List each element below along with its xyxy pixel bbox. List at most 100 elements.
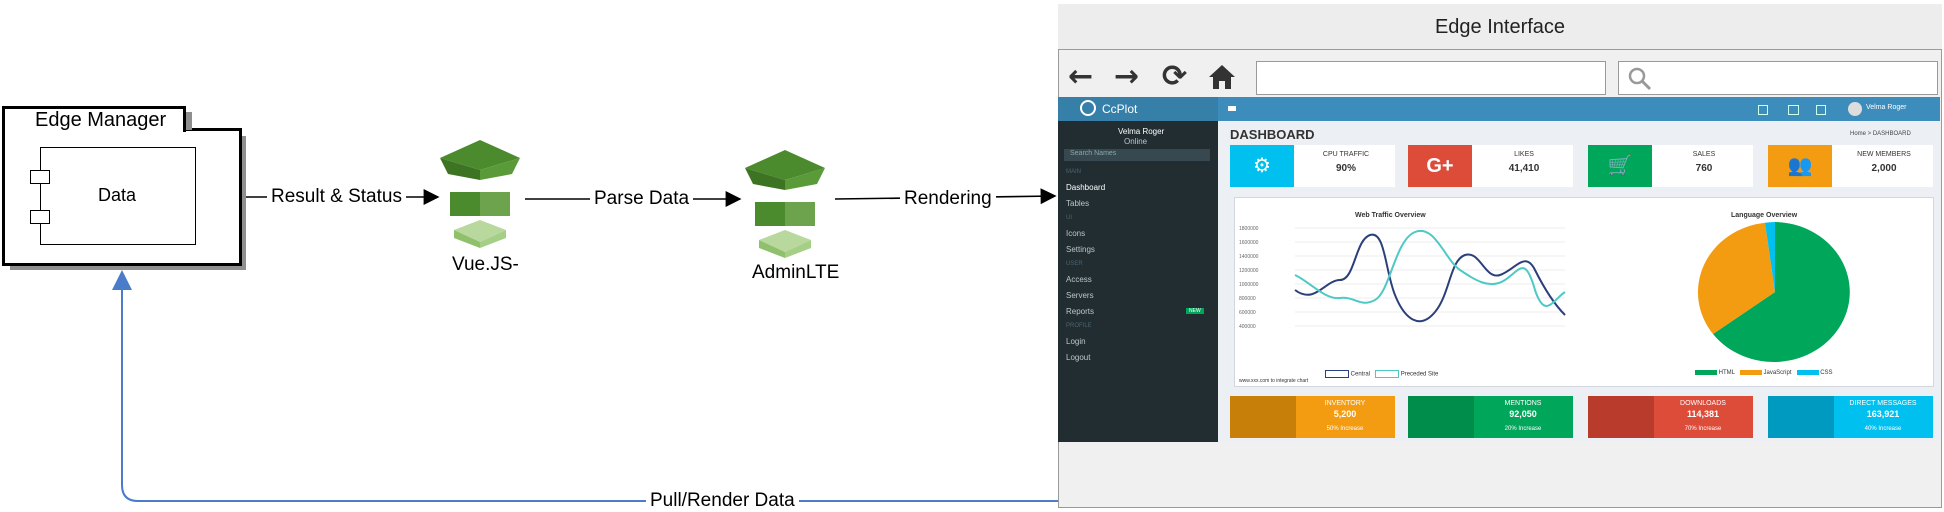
legend-swatch-html: [1695, 370, 1717, 375]
sidebar-item-icons[interactable]: Icons: [1066, 229, 1086, 238]
bottom-box-value: 114,381: [1686, 409, 1720, 419]
topbar-user-name[interactable]: Velma Roger: [1866, 104, 1907, 111]
sidebar-section-profile: PROFILE: [1066, 323, 1092, 329]
dashboard-page-title: DASHBOARD: [1230, 127, 1315, 142]
info-box-sales: 🛒 SALES 760: [1588, 145, 1753, 187]
sidebar-search[interactable]: Search Names: [1064, 149, 1210, 161]
sidebar-user-status: Online: [1124, 137, 1148, 146]
bottom-box-sub: 40% Increase: [1864, 426, 1902, 432]
gear-icon: ⚙: [1230, 145, 1294, 187]
language-chart-title: Language Overview: [1731, 212, 1798, 219]
traffic-chart-title: Web Traffic Overview: [1355, 212, 1426, 219]
legend-label-javascript: JavaScript: [1763, 370, 1792, 377]
sidebar-section-user: USER: [1066, 261, 1083, 267]
avatar[interactable]: [1848, 102, 1862, 116]
label-rendering: Rendering: [900, 188, 996, 210]
sidebar-item-reports[interactable]: Reports: [1066, 307, 1095, 316]
info-box-cpu: ⚙ CPU TRAFFIC 90%: [1230, 145, 1395, 187]
sidebar-item-login[interactable]: Login: [1066, 337, 1086, 346]
svg-text:1000000: 1000000: [1239, 282, 1259, 288]
info-box-members: 👥 NEW MEMBERS 2,000: [1768, 145, 1933, 187]
bottom-box-sub: 20% Increase: [1504, 426, 1542, 432]
label-pull-render-data: Pull/Render Data: [646, 490, 799, 512]
sidebar-item-tables[interactable]: Tables: [1066, 199, 1090, 208]
legend-swatch-js: [1739, 370, 1762, 375]
legend-swatch-css: [1796, 370, 1819, 375]
sidebar-section-ui: UI: [1066, 215, 1072, 221]
sidebar-item-settings[interactable]: Settings: [1066, 245, 1095, 254]
legend-label-html: HTML: [1718, 370, 1735, 377]
info-box-label: LIKES: [1514, 151, 1534, 158]
tag-icon: [1230, 396, 1296, 438]
sidebar-item-servers[interactable]: Servers: [1066, 291, 1094, 300]
bottom-box-value: 92,050: [1509, 409, 1537, 419]
pie-slice-html: [1713, 222, 1850, 362]
info-box-value: 760: [1695, 163, 1713, 174]
info-box-likes: G+ LIKES 41,410: [1408, 145, 1573, 187]
back-arrow-icon[interactable]: ←: [1068, 59, 1094, 94]
info-box-value: 2,000: [1871, 163, 1897, 174]
sidebar-badge: NEW: [1186, 308, 1204, 314]
pie-slice-css: [1765, 222, 1775, 292]
edge-manager-tab-shadow: [186, 112, 192, 130]
chart-panel: Web Traffic Overview 1800000 1600000 14000…: [1234, 197, 1934, 387]
label-result-status: Result & Status: [267, 186, 406, 208]
traffic-series-dark: [1294, 233, 1566, 323]
sidebar-item-dashboard[interactable]: Dashboard: [1066, 183, 1106, 192]
component-port-bottom: [30, 210, 50, 224]
label-parse-data: Parse Data: [590, 188, 694, 210]
svg-text:600000: 600000: [1239, 310, 1256, 316]
dashboard-logo[interactable]: CcPlot: [1058, 97, 1218, 121]
info-box-label: SALES: [1692, 151, 1716, 158]
bottom-box-messages: DIRECT MESSAGES 163,921 40% Increase: [1768, 396, 1933, 438]
sidebar-search-placeholder: Search Names: [1070, 150, 1117, 157]
svg-text:1600000: 1600000: [1239, 240, 1259, 246]
forward-arrow-icon[interactable]: →: [1114, 59, 1140, 94]
traffic-line-chart: 1800000 1600000 1400000 1200000 1000000 8000…: [1239, 226, 1566, 330]
browser-search-box[interactable]: [1618, 61, 1938, 95]
pie-slice-javascript: [1697, 222, 1775, 334]
home-icon[interactable]: [1208, 64, 1236, 90]
bottom-box-downloads: DOWNLOADS 114,381 70% Increase: [1588, 396, 1753, 438]
bottom-box-label: MENTIONS: [1504, 400, 1542, 407]
logo-icon: [1080, 100, 1096, 116]
language-legend: HTML JavaScript CSS: [1695, 370, 1833, 376]
svg-text:1200000: 1200000: [1239, 268, 1259, 274]
data-component-label: Data: [98, 185, 137, 205]
heart-icon: [1408, 396, 1474, 438]
svg-text:800000: 800000: [1239, 296, 1256, 302]
bottom-box-label: DIRECT MESSAGES: [1849, 400, 1917, 407]
sidebar-item-logout[interactable]: Logout: [1066, 353, 1091, 362]
bottom-box-mentions: MENTIONS 92,050 20% Increase: [1408, 396, 1573, 438]
search-icon: [1628, 67, 1652, 91]
component-port-top: [30, 170, 50, 184]
legend-label-preceded: Preceded Site: [1400, 371, 1439, 378]
messages-icon[interactable]: [1788, 105, 1799, 115]
menu-toggle-icon[interactable]: [1228, 106, 1236, 111]
flag-icon[interactable]: [1816, 105, 1826, 115]
notification-icon[interactable]: [1758, 105, 1768, 115]
vue-stack-icon: [440, 140, 520, 248]
sidebar-section-main: MAIN: [1066, 169, 1081, 175]
address-bar[interactable]: [1256, 61, 1606, 95]
traffic-legend: Central Preceded Site: [1325, 370, 1438, 378]
bottom-box-inventory: INVENTORY 5,200 50% Increase: [1230, 396, 1395, 438]
info-box-value: 41,410: [1508, 163, 1540, 174]
svg-text:1800000: 1800000: [1239, 226, 1259, 232]
dashboard-breadcrumb[interactable]: Home > DASHBOARD: [1850, 131, 1911, 137]
dashboard-sidebar: Velma Roger Online Search Names MAIN Das…: [1058, 121, 1218, 442]
legend-label-css: CSS: [1820, 370, 1833, 377]
vue-label: Vue.JS-: [452, 254, 519, 275]
bottom-box-sub: 50% Increase: [1326, 426, 1364, 432]
bottom-box-label: DOWNLOADS: [1680, 400, 1726, 407]
bottom-box-sub: 70% Increase: [1684, 426, 1722, 432]
svg-text:1400000: 1400000: [1239, 254, 1259, 260]
bottom-box-value: 5,200: [1333, 409, 1357, 419]
traffic-series-light: [1294, 229, 1566, 307]
sidebar-item-access[interactable]: Access: [1066, 275, 1092, 284]
users-icon: 👥: [1768, 145, 1832, 187]
refresh-icon[interactable]: ⟳: [1162, 59, 1188, 94]
cloud-download-icon: [1588, 396, 1654, 438]
sidebar-user-name: Velma Roger: [1118, 127, 1165, 136]
google-plus-icon: G+: [1408, 145, 1472, 187]
